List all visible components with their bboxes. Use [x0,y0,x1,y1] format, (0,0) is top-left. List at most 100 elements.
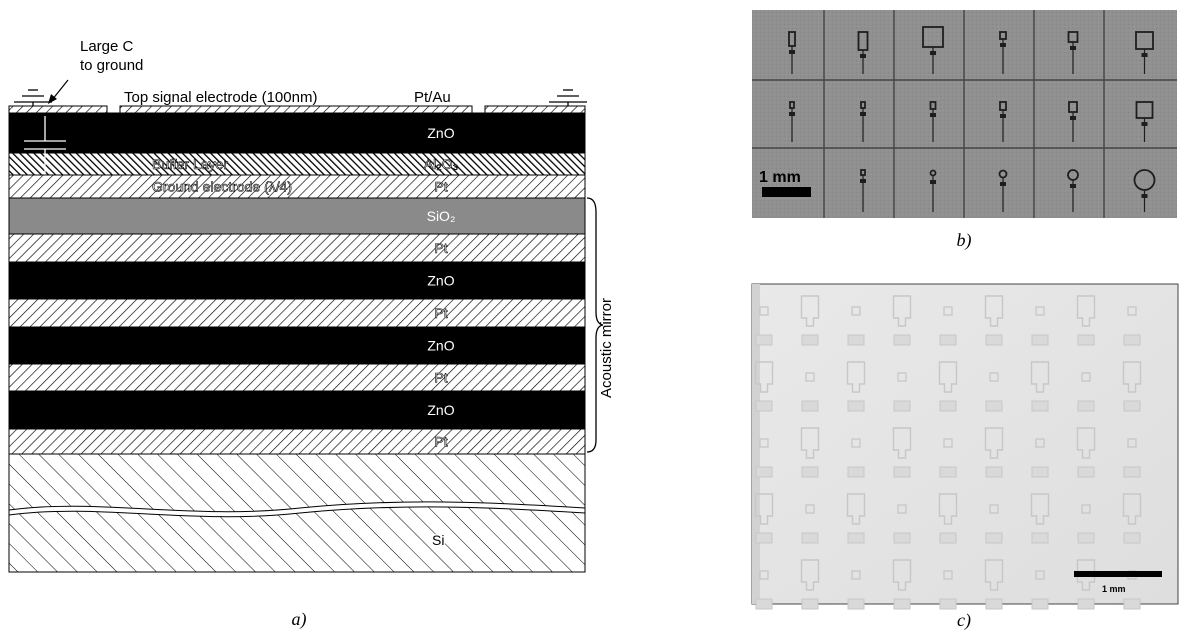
device-c-pad-4-4 [940,599,956,609]
device-c-pad-1-5 [986,401,1002,411]
device-c-pad-0-4 [940,335,956,345]
top-electrode-label: Top signal electrode (100nm) [124,89,317,106]
device-b-pad-1-1 [860,112,866,116]
device-c-pad-1-1 [802,401,818,411]
layer-5-label: ZnO [427,273,454,289]
device-c-pad-3-1 [802,533,818,543]
device-b-pad-1-2 [930,113,936,117]
caption-b: b) [957,230,972,251]
caption-a: a) [292,609,307,630]
device-b-pad-0-1 [860,54,866,58]
device-b-pad-2-3 [1000,182,1006,186]
capacitor-annotation-line1: Large C [80,38,134,55]
layer-4 [9,234,585,262]
device-b-pad-1-3 [1000,114,1006,118]
device-c-pad-3-0 [756,533,772,543]
device-b-pad-0-2 [930,51,936,55]
layer-10-label: Pt [434,434,447,450]
device-c-pad-1-3 [894,401,910,411]
device-b-pad-2-1 [860,179,866,183]
device-b-pad-1-5 [1142,122,1148,126]
layer-2-description: Ground electrode (λ/4) [152,179,292,195]
device-c-pad-0-8 [1124,335,1140,345]
device-b-pad-2-4 [1070,184,1076,188]
device-c-pad-4-6 [1032,599,1048,609]
device-c-pad-4-7 [1078,599,1094,609]
device-b-pad-1-4 [1070,116,1076,120]
layer-0-label: ZnO [427,125,454,141]
device-c-pad-2-3 [894,467,910,477]
device-c-pad-1-6 [1032,401,1048,411]
scale-bar-c [1074,571,1162,577]
device-c-pad-4-2 [848,599,864,609]
layer-4-label: Pt [434,240,447,256]
device-b-pad-2-5 [1142,194,1148,198]
layer-5 [9,262,585,299]
device-b-pad-2-2 [930,180,936,184]
device-c-pad-3-7 [1078,533,1094,543]
caption-c: c) [957,610,971,631]
device-c-pad-2-8 [1124,467,1140,477]
device-c-pad-2-0 [756,467,772,477]
device-c-pad-0-1 [802,335,818,345]
device-b-pad-0-3 [1000,43,1006,47]
device-c-pad-0-3 [894,335,910,345]
device-c-pad-2-7 [1078,467,1094,477]
device-c-pad-0-6 [1032,335,1048,345]
layer-6-label: Pt [434,305,447,321]
layer-0 [9,113,585,153]
layer-1-description: Buffer Layer [152,156,228,172]
top-signal-electrode [120,106,472,113]
device-c-pad-3-5 [986,533,1002,543]
layer-2 [9,175,585,198]
layer-3 [9,198,585,234]
top-electrode-pad-left [9,106,107,113]
device-b-pad-0-5 [1142,53,1148,57]
device-c-pad-1-2 [848,401,864,411]
device-c-pad-4-8 [1124,599,1140,609]
device-c-pad-1-4 [940,401,956,411]
panel-c-micrograph [752,284,1178,609]
scale-bar-c-label: 1 mm [1102,584,1126,594]
capacitor-annotation-line2: to ground [80,57,143,74]
device-c-pad-2-1 [802,467,818,477]
layer-8-label: Pt [434,370,447,386]
device-c-pad-2-6 [1032,467,1048,477]
layer-1-label: Al₂O₃ [424,156,458,172]
acoustic-mirror-label: Acoustic mirror [598,298,615,398]
device-c-pad-1-0 [756,401,772,411]
device-c-pad-3-2 [848,533,864,543]
capacitor-arrow [48,80,68,104]
device-c-pad-2-4 [940,467,956,477]
device-c-pad-3-4 [940,533,956,543]
layer-9-label: ZnO [427,402,454,418]
layer-7-label: ZnO [427,338,454,354]
device-c-pad-3-6 [1032,533,1048,543]
scale-bar-b-label: 1 mm [759,169,801,186]
micrograph-c-background [752,284,1178,604]
device-c-pad-1-7 [1078,401,1094,411]
layer-8 [9,364,585,391]
layer-7 [9,327,585,364]
device-c-pad-4-5 [986,599,1002,609]
device-c-pad-3-3 [894,533,910,543]
top-electrode-pad-right [485,106,585,113]
panel-b-micrograph [752,10,1177,218]
device-c-pad-4-1 [802,599,818,609]
layer-3-label: SiO₂ [427,208,456,224]
device-c-pad-3-8 [1124,533,1140,543]
layer-2-label: Pt [434,179,447,195]
device-c-pad-4-0 [756,599,772,609]
substrate-label: Si [432,532,444,548]
device-c-pad-0-0 [756,335,772,345]
device-b-pad-1-0 [789,112,795,116]
device-b-pad-0-0 [789,50,795,54]
layer-10 [9,429,585,454]
device-c-pad-4-3 [894,599,910,609]
top-electrode-material-label: Pt/Au [414,89,451,106]
device-c-pad-0-5 [986,335,1002,345]
device-b-pad-0-4 [1070,46,1076,50]
device-c-pad-2-2 [848,467,864,477]
